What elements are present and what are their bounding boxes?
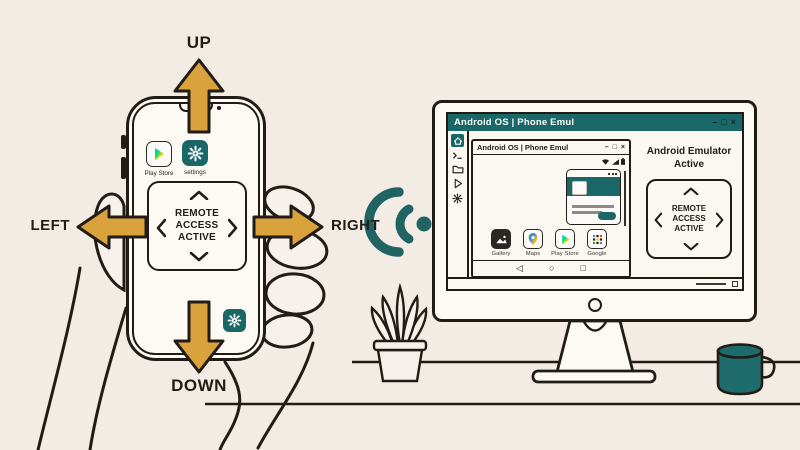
inner-window-title: Android OS | Phone Emul (477, 143, 569, 152)
app-label: settings (184, 169, 206, 176)
app-gallery[interactable]: Gallery (486, 229, 516, 257)
finger (260, 313, 314, 349)
maps-icon (523, 229, 543, 249)
hand-edge-line (218, 360, 242, 450)
statusbar-icons (602, 158, 625, 165)
gear-icon[interactable] (452, 193, 463, 204)
volume-button[interactable] (121, 135, 126, 149)
app-row: Gallery Maps Play Store (486, 229, 612, 257)
android-navbar: ◁ ○ □ (473, 260, 629, 276)
resize-handle[interactable] (732, 281, 738, 287)
remote-access-label: REMOTE ACCESS ACTIVE (175, 208, 219, 243)
outer-window-statusbar (448, 277, 742, 289)
chevron-up-icon[interactable] (189, 190, 209, 200)
run-icon[interactable] (453, 178, 463, 189)
card-window-controls (608, 172, 617, 175)
emulator-status-panel: Android Emulator Active REMOTE ACCESS AC… (635, 131, 743, 259)
chevron-left-icon[interactable] (156, 218, 166, 238)
maximize-button[interactable]: □ (612, 144, 617, 151)
signal-icon (611, 159, 619, 165)
folder-icon[interactable] (452, 164, 464, 174)
battery-icon (621, 158, 625, 165)
arm-line (36, 266, 82, 450)
scrollbar[interactable] (623, 171, 626, 226)
remote-access-panel: REMOTE ACCESS ACTIVE (147, 181, 247, 271)
chevron-left-icon[interactable] (654, 212, 662, 228)
minimize-button[interactable]: – (712, 117, 718, 127)
power-button[interactable] (121, 157, 126, 179)
potted-plant (370, 282, 428, 383)
right-arrow (252, 204, 324, 250)
google-apps-icon (587, 229, 607, 249)
mug (716, 343, 776, 396)
monitor-stand (531, 319, 657, 384)
settings-gear-icon (182, 140, 208, 166)
sidebar (448, 131, 469, 277)
wifi-signal-icon (364, 187, 432, 257)
monitor: Android OS | Phone Emul – □ × (432, 100, 757, 322)
finger (264, 272, 326, 316)
right-label: RIGHT (331, 217, 381, 234)
outer-window-title: Android OS | Phone Emul (454, 117, 575, 128)
emulator-status-heading: Android Emulator Active (646, 146, 732, 170)
app-label: Google (587, 251, 607, 257)
phone: Play Store settings REMOTE ACCESS ACTIVE (121, 96, 266, 361)
monitor-logo-circle (587, 298, 602, 312)
play-store-icon (555, 229, 575, 249)
app-play-store[interactable]: Play Store (141, 141, 177, 177)
app-settings[interactable]: settings (177, 140, 213, 176)
resize-line (696, 283, 726, 285)
camera-dot (217, 106, 221, 110)
app-maps[interactable]: Maps (518, 229, 548, 257)
gallery-icon (491, 229, 511, 249)
wifi-icon (602, 159, 609, 165)
app-label: Play Store (144, 170, 174, 177)
nav-home-button[interactable]: ○ (549, 263, 555, 273)
app-label: Gallery (491, 251, 511, 257)
down-label: DOWN (171, 376, 227, 395)
close-button[interactable]: × (730, 117, 736, 127)
nav-recents-button[interactable]: □ (580, 263, 586, 273)
chevron-right-icon[interactable] (716, 212, 724, 228)
inner-window-titlebar: Android OS | Phone Emul – □ × (473, 141, 629, 155)
card-titlebar (567, 170, 620, 177)
close-button[interactable]: × (620, 144, 625, 151)
card-action-button[interactable] (598, 212, 616, 220)
arm-line (88, 306, 128, 450)
notification-card[interactable] (566, 169, 621, 225)
remote-access-label: REMOTE ACCESS ACTIVE (671, 204, 707, 233)
emulator-inner-window: Android OS | Phone Emul – □ × (471, 139, 631, 278)
remote-access-panel: REMOTE ACCESS ACTIVE (646, 179, 732, 259)
home-icon[interactable] (451, 134, 464, 147)
down-arrow (173, 300, 225, 374)
card-thumbnail (572, 181, 587, 195)
outer-window-titlebar: Android OS | Phone Emul – □ × (448, 114, 742, 131)
wrist-line (256, 341, 315, 450)
chevron-down-icon[interactable] (189, 252, 209, 262)
nav-back-button[interactable]: ◁ (516, 263, 524, 273)
outer-window-body: Android OS | Phone Emul – □ × (448, 131, 743, 278)
up-arrow (173, 58, 225, 134)
maximize-button[interactable]: □ (721, 117, 727, 127)
play-store-icon (146, 141, 172, 167)
app-label: Play Store (551, 251, 579, 257)
chevron-up-icon[interactable] (683, 187, 699, 195)
app-label: Maps (525, 251, 541, 257)
card-text-line (572, 211, 602, 214)
chevron-right-icon[interactable] (228, 218, 238, 238)
settings-gear-icon[interactable] (223, 309, 246, 332)
app-google[interactable]: Google (582, 229, 612, 257)
app-play-store[interactable]: Play Store (550, 229, 580, 257)
terminal-icon[interactable] (452, 151, 463, 160)
up-label: UP (186, 33, 212, 52)
emulator-outer-window: Android OS | Phone Emul – □ × (446, 112, 744, 291)
left-label: LEFT (30, 217, 70, 234)
left-arrow (76, 204, 148, 250)
chevron-down-icon[interactable] (683, 243, 699, 251)
card-text-line (572, 205, 614, 208)
minimize-button[interactable]: – (604, 144, 609, 151)
